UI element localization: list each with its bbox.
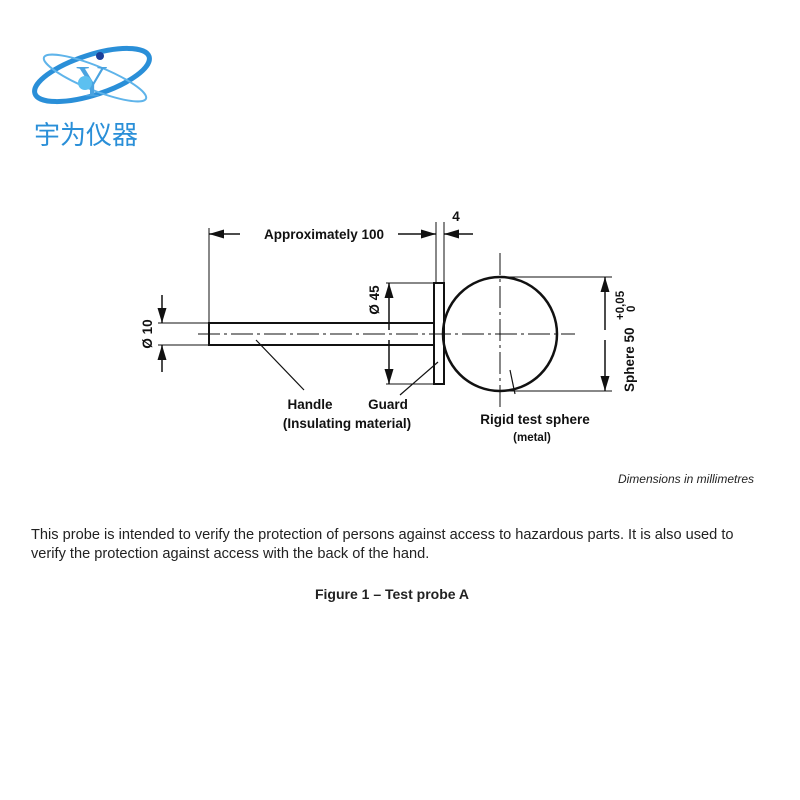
test-probe-drawing: Approximately 100 4 Ø 10 Ø 45 Sphere 50 … bbox=[140, 209, 638, 444]
logo-text: 宇为仪器 bbox=[34, 121, 138, 151]
sphere-dimension-label: Sphere 50 bbox=[622, 327, 637, 392]
guard-diameter-label: Ø 45 bbox=[367, 285, 382, 315]
handle-label: Handle bbox=[287, 397, 333, 412]
length-dimension-label: Approximately 100 bbox=[264, 227, 384, 242]
dimensions-note: Dimensions in millimetres bbox=[617, 472, 754, 486]
sphere-tolerance-upper: +0,05 bbox=[615, 290, 627, 320]
sphere-part-sublabel: (metal) bbox=[513, 432, 551, 444]
sphere-part-label: Rigid test sphere bbox=[480, 412, 590, 427]
guard-thickness-label: 4 bbox=[452, 209, 460, 224]
figure-caption: Figure 1 – Test probe A bbox=[314, 586, 470, 602]
guard-label: Guard bbox=[368, 397, 408, 412]
handle-sublabel: (Insulating material) bbox=[283, 416, 411, 431]
sphere-tolerance-lower: 0 bbox=[626, 306, 638, 312]
handle-diameter-label: Ø 10 bbox=[140, 319, 155, 348]
figure-description: This probe is intended to verify the pro… bbox=[31, 527, 734, 562]
company-logo: Y 宇为仪器 bbox=[32, 45, 152, 151]
